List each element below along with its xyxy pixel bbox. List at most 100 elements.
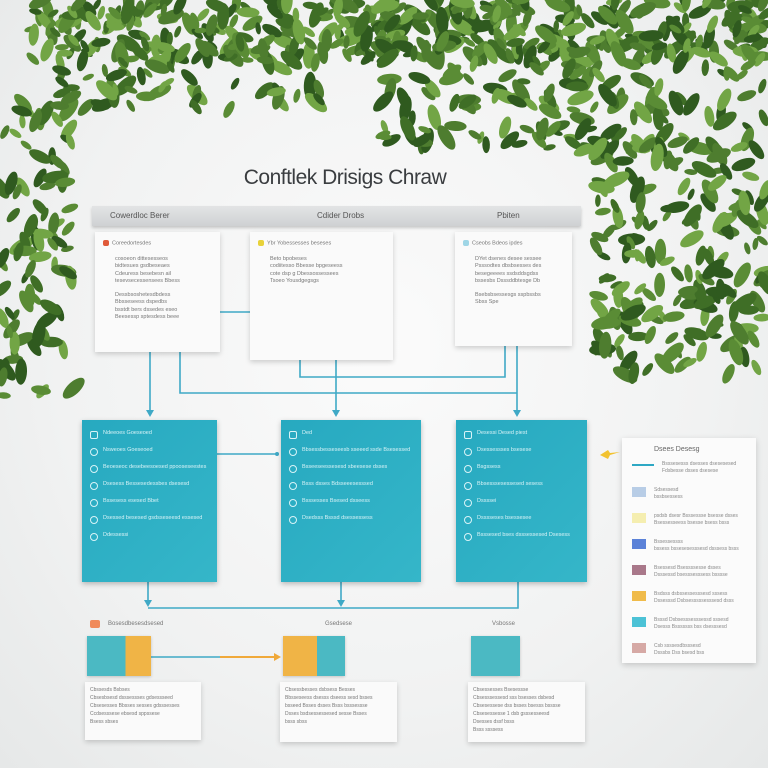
card-line: Bbsseseess dspedbs (115, 299, 167, 306)
box-item-text: Dsesess Bessesedessbes dsesesd (103, 481, 190, 487)
legend-text: Dsesss Bsssssss bss dsesssesd (654, 624, 727, 630)
card-line: Cbsesessese dss bsses bsesss bsssse (473, 703, 561, 709)
marker-icon (103, 240, 109, 246)
item-icon (464, 516, 472, 524)
card-line: Cbsesesses Bbsses sesses gdsssesses (90, 703, 180, 709)
stage-label: Vsbosse (492, 621, 516, 627)
item-icon (90, 482, 98, 490)
marker-icon (258, 240, 264, 246)
box-item: Bsss dsses Bdsseeesesssed (289, 481, 413, 490)
stage-label: Bosesdbesesdsesed (108, 621, 164, 627)
item-icon (90, 533, 98, 541)
box-item-text: Bsssesed bses dsssessesed Dsesess (477, 532, 570, 538)
thumbnail-image (283, 636, 345, 676)
card-heading-text: Ybr Yobessesses beseses (267, 240, 332, 247)
thumbnail-image (87, 636, 151, 676)
card-line: bidtesues gsdbeseaes (115, 263, 170, 270)
connector (148, 600, 519, 609)
card-line: codiitesso Bbesse bpgeseess (270, 263, 343, 270)
legend-swatch (632, 539, 646, 549)
card-heading-text: Coreedortesdes (112, 240, 152, 247)
item-icon (464, 448, 472, 456)
connector (179, 352, 517, 394)
card-line: Sbss Spe (475, 299, 499, 306)
box-item-text: Bsseeseessesesd sbeesese dsses (302, 464, 388, 470)
box-item-text: Bsss dsses Bdsseeesesssed (302, 481, 373, 487)
card-line: bssesbs Dsssddbtesge Db (475, 278, 541, 285)
card-line: bsstdt bers dssedes eseo (115, 306, 178, 313)
legend-swatch (632, 565, 646, 575)
card-line: Cbsesbsesd dsssessses gdsessseed (90, 695, 173, 701)
legend-text: Bsssesesss dsesses dsesesesed (662, 461, 737, 467)
card-line: cote dsp g Dbessossessees (270, 270, 339, 277)
marker-icon (463, 240, 469, 246)
box-heading: Ndeeoes Goeseoed (90, 430, 209, 439)
card-line: bsseed Bsses dsses Bsss bsssessse (285, 703, 368, 709)
card-heading: Coreedortesdes (103, 240, 212, 248)
box-item: Bsssesed bses dsssessesed Dsesess (464, 532, 579, 541)
legend-text: Dsssbs Dss bsesd bss (654, 650, 705, 656)
card-line: bsss sbss (285, 719, 307, 725)
item-icon (90, 448, 98, 456)
item-icon (90, 499, 98, 507)
legend-text: Bsessesd Bsessssesse dsses (654, 565, 721, 571)
box-item-text: Beoeseoc desebeesoesed ppooseseestes (103, 464, 207, 470)
legend-text: Csb ssssesdbsssesd (654, 643, 701, 649)
box-item-text: Dsssseses bsessesee (477, 515, 532, 521)
box-item-text: Bbsesssesessesed sesess (477, 481, 543, 487)
box-item: Dsedsss Bsssd dsessessess (289, 515, 413, 524)
legend-text: Bsessesseess bsesse bsess bsss (654, 520, 730, 526)
legend-text: psdsb dsesr Bsssessse bsesse dsses (654, 513, 738, 519)
box-heading-text: Ded (302, 430, 313, 436)
card-line: Dsses bsdsessessesed sesse Bsses (285, 711, 367, 717)
card-line: Bsess sbses (90, 719, 119, 725)
box-icon (289, 431, 297, 439)
item-icon (464, 499, 472, 507)
legend-swatch (632, 591, 646, 601)
item-icon (289, 465, 297, 473)
card-heading: Ybr Yobessesses beseses (258, 240, 385, 248)
legend-text: bssbsessess (654, 494, 683, 500)
legend-text: Dsssessd bsesssesssess bsssse (654, 572, 728, 578)
card-line: cosoeon dittesesseos (115, 255, 168, 262)
box-item-text: Dsessed besesed gsdsseseesd essesed (103, 515, 203, 521)
item-icon (90, 516, 98, 524)
stage-label: Gsedsese (325, 621, 353, 627)
card-line: Dessbsoshetesdbdess (115, 291, 171, 298)
box-item-text: Bbsessbesseseesb sseeed ssde Bsesessed (302, 447, 411, 453)
box-item: Bbsesssesessesed sesess (464, 481, 579, 490)
legend-swatch (632, 513, 646, 523)
card-line: Bsss ssssess (473, 727, 504, 733)
legend-swatch (632, 617, 646, 627)
box-item-text: Dsedsss Bsssd dsessessess (302, 515, 373, 521)
legend-text: Dssesssd Dsbsesssssesssesd dsss (654, 598, 734, 604)
header-label: Cowerdloc Berer (110, 211, 170, 220)
card-line: Bsebsbsessesgs sspbssbs (475, 291, 541, 298)
connector (299, 346, 506, 378)
box-item: Dsessed besesed gsdsseseesd essesed (90, 515, 209, 524)
box-item-text: Bsgssess (477, 464, 501, 470)
header-label: Cdider Drobs (317, 211, 365, 220)
thumbnail-image (471, 636, 520, 676)
box-item: Bsssesses Bsesed dsseess (289, 498, 413, 507)
card-line: Cbssesds Bsbses (90, 687, 130, 693)
box-icon (464, 431, 472, 439)
legend-text: bssess bssesesesssesd dsssess bsss (654, 546, 739, 552)
card-line: Psssodtes dbsbsesses des (475, 263, 542, 270)
item-icon (289, 448, 297, 456)
legend-text: Bssessessss (654, 539, 683, 545)
legend-title: Dsees Desesg (654, 446, 700, 453)
